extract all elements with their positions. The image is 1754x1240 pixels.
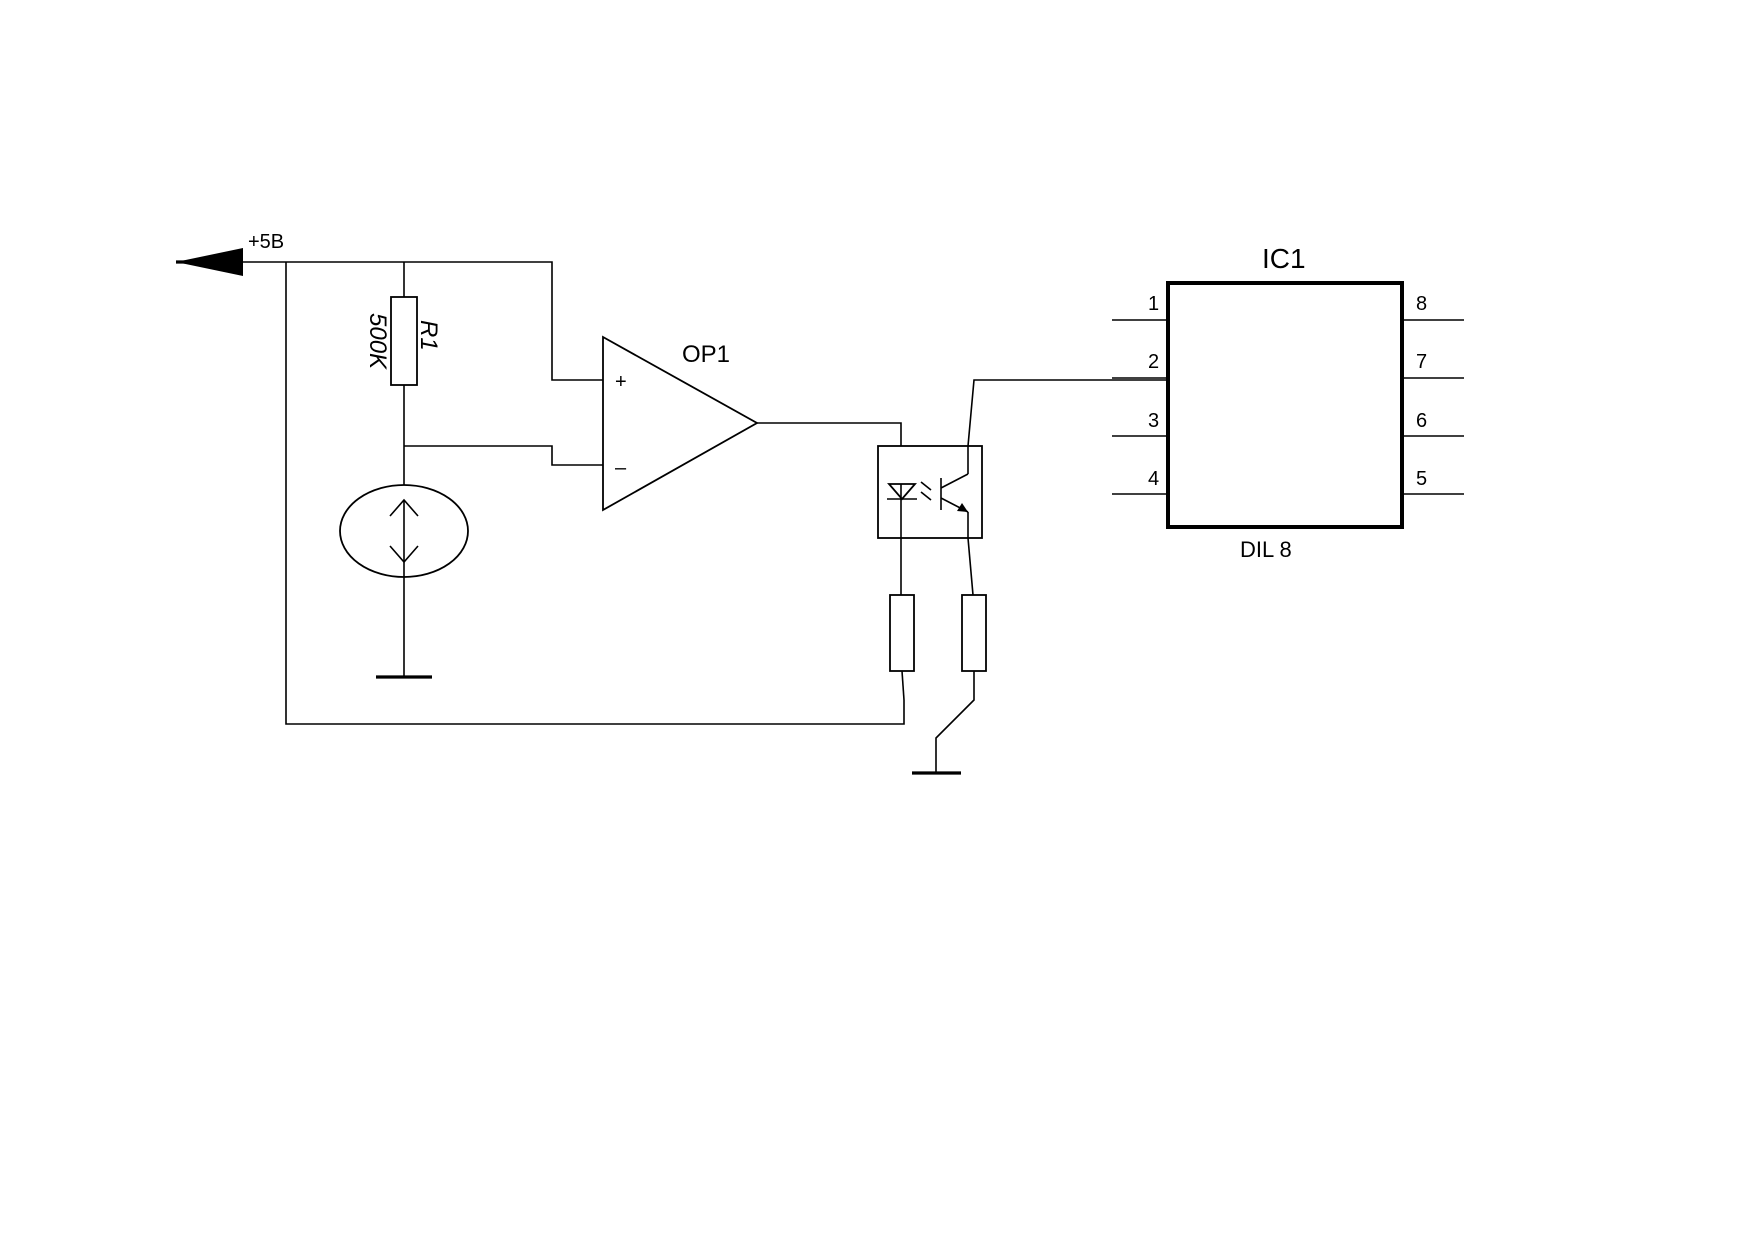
opamp-minus-sign: – [615,457,627,479]
resistor-r1: R1 500K [364,262,442,446]
emitter-arrow-icon [957,503,968,512]
ic1-ref: IC1 [1262,243,1306,274]
r1-ref: R1 [415,320,442,351]
supply-rail-wire [243,261,603,381]
opamp-triangle [602,335,759,512]
collector-to-ic-wire [967,379,1166,447]
r-led-bottom-lead [901,670,905,701]
r1-body [390,296,418,386]
led-icon [887,483,917,501]
resistor-led [889,538,915,701]
resistor-emitter [912,537,987,775]
light-ray-icon-1 [920,481,932,491]
ic1-pin-7: 7 [1416,351,1427,373]
opamp-plus-sign: + [615,371,627,393]
ic1-pin-4: 4 [1148,468,1159,490]
divider-to-minus-wire [404,445,603,466]
r-emit-to-ground-wire [935,671,975,773]
light-ray-icon-2 [920,491,932,501]
return-wire [285,262,905,725]
opamp-op1: + – OP1 [602,335,759,512]
ic1-pin-1: 1 [1148,293,1159,315]
r-emit-top-lead [967,537,974,596]
ic1-pin-2: 2 [1148,351,1159,373]
r-led-body [889,594,915,672]
ic1-package: DIL 8 [1240,537,1292,562]
sensor-element [339,446,469,679]
optocoupler [877,445,983,539]
ic1-pin-8: 8 [1416,293,1427,315]
supply-terminal: +5B [176,231,284,276]
optocoupler-body [877,445,983,539]
ic1-pin-5: 5 [1416,468,1427,490]
phototransistor-collector [940,473,969,489]
supply-label: +5B [248,231,284,253]
r-emit-body [961,594,987,672]
ic1-pin-6: 6 [1416,410,1427,432]
ic1-pin-3: 3 [1148,410,1159,432]
ic1-body [1166,281,1404,529]
opamp-ref: OP1 [682,341,730,368]
r1-value: 500K [364,313,391,370]
ic1: IC1 DIL 8 1 2 3 4 8 7 6 5 [1112,243,1464,562]
